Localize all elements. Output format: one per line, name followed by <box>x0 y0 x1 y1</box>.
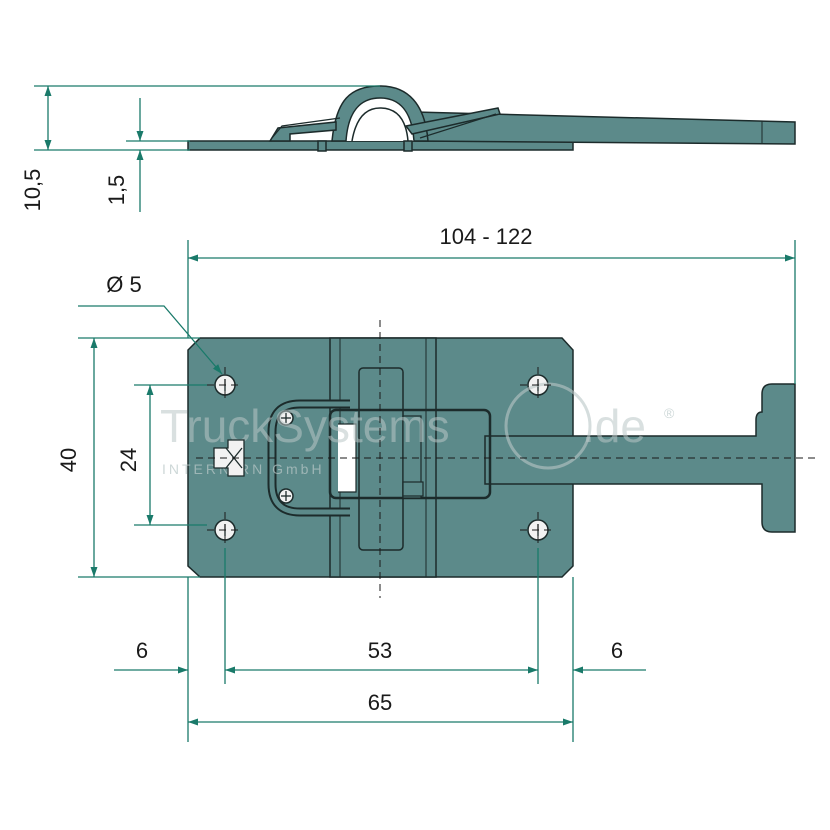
top-dimensions <box>78 240 796 742</box>
dim-edge-right: 6 <box>611 638 623 663</box>
watermark-mark: ® <box>664 405 675 421</box>
side-dimensions <box>34 85 380 212</box>
dim-plate-height: 40 <box>56 448 81 472</box>
release-button-icon <box>213 439 245 477</box>
dim-hole-spacing-h: 53 <box>368 638 392 663</box>
dim-plate-width: 65 <box>368 690 392 715</box>
sliding-bolt <box>358 367 404 551</box>
dim-length-range: 104 - 122 <box>440 224 533 249</box>
dim-edge-left: 6 <box>136 638 148 663</box>
dim-hole-spacing-v: 24 <box>116 448 141 472</box>
dim-plate-thickness: 1,5 <box>104 175 129 206</box>
side-lever <box>268 121 337 142</box>
centerlines <box>196 320 815 598</box>
globe-icon <box>504 382 592 470</box>
watermark-brand: TruckSystems <box>160 400 450 452</box>
dim-hole-diameter: Ø 5 <box>106 272 141 297</box>
dim-height-total: 10,5 <box>20 169 45 212</box>
side-view <box>187 85 796 152</box>
watermark-tld: .de <box>582 400 646 452</box>
watermark: TruckSystems .de ® INTERN RN GmbH <box>160 382 675 477</box>
